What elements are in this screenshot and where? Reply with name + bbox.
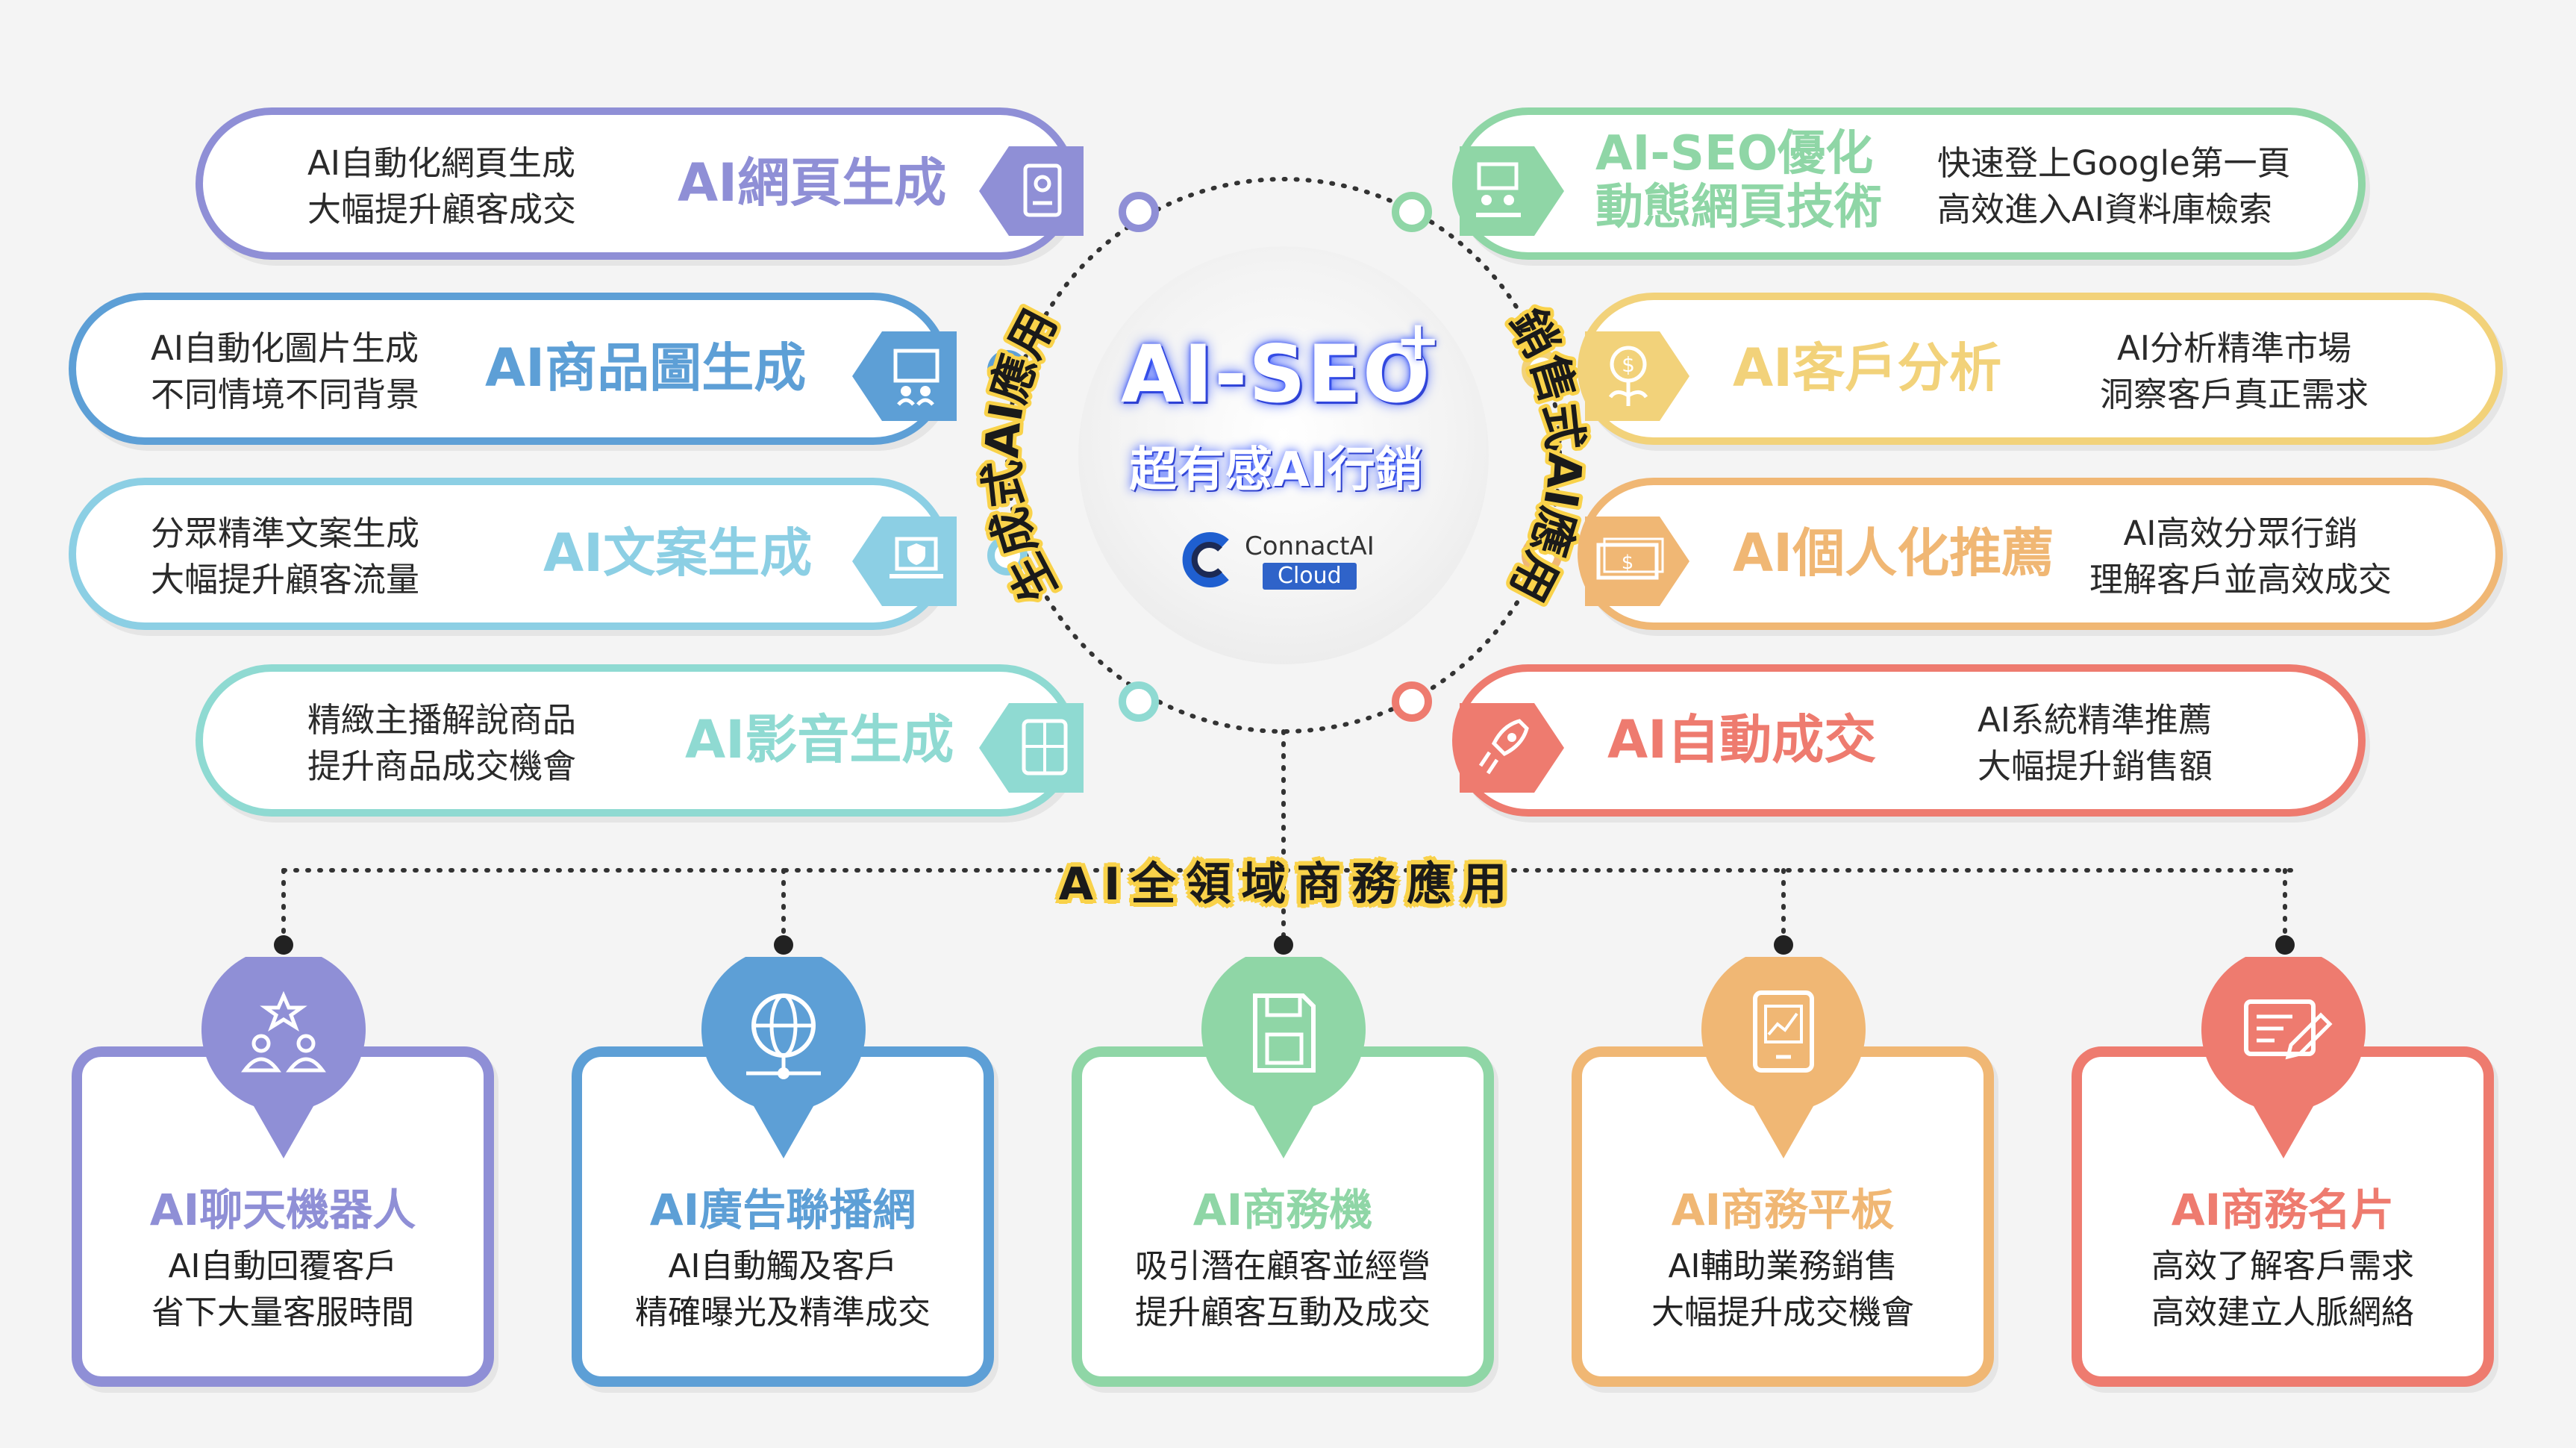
globe-network-icon: [701, 947, 866, 1158]
team-star-icon: [201, 947, 366, 1158]
left-item-product-image[interactable]: AI自動化圖片生成不同情境不同背景 AI商品圖生成: [69, 293, 957, 445]
card-desc-2: 提升顧客互動及成交: [1135, 1293, 1431, 1332]
svg-text:$: $: [1622, 552, 1634, 574]
right-item-title-1: AI-SEO優化: [1595, 126, 1874, 181]
right-item-desc-1: AI系統精準推薦: [1978, 700, 2213, 740]
left-item-desc-1: 精緻主播解說商品: [307, 700, 577, 740]
right-item-desc-1: AI高效分眾行銷: [2123, 514, 2358, 553]
right-item-desc-2: 大幅提升銷售額: [1978, 746, 2213, 786]
card-title: AI商務名片: [2171, 1185, 2395, 1235]
center-subtitle: 超有感AI行銷: [1129, 443, 1423, 498]
card-title: AI廣告聯播網: [649, 1185, 916, 1235]
ring-label-left: 生成式AI應用: [975, 300, 1068, 611]
card-desc-2: 高效建立人脈網絡: [2151, 1293, 2414, 1332]
left-item-title: AI商品圖生成: [485, 337, 807, 399]
left-item-web-generation[interactable]: AI自動化網頁生成大幅提升顧客成交 AI網頁生成: [196, 107, 1084, 260]
card-desc-1: 高效了解客戶需求: [2151, 1247, 2414, 1285]
left-item-desc-2: 大幅提升顧客成交: [307, 190, 577, 229]
logo-name: ConnactAI: [1245, 531, 1375, 561]
ring-nodes: [987, 192, 1562, 722]
svg-text:$: $: [1622, 352, 1635, 377]
right-item-title: AI客戶分析: [1733, 337, 2002, 399]
calculator-icon: [979, 703, 1084, 793]
drop-lines: [281, 868, 2287, 947]
bottom-card-business-tablet[interactable]: AI商務平板 AI輔助業務銷售大幅提升成交機會: [1572, 1046, 1994, 1387]
left-item-desc-2: 不同情境不同背景: [151, 375, 420, 414]
logo-cloud-tag: Cloud: [1263, 563, 1357, 590]
banknote-icon: $: [1585, 517, 1689, 606]
right-item-title: AI自動成交: [1607, 709, 1877, 770]
card-desc-1: AI輔助業務銷售: [1668, 1247, 1898, 1285]
right-item-desc-2: 洞察客戶真正需求: [2100, 375, 2369, 414]
left-item-desc-1: AI自動化圖片生成: [151, 328, 419, 368]
left-item-title: AI網頁生成: [678, 152, 947, 213]
connactai-logo-mark-icon: [1182, 532, 1229, 587]
money-plant-icon: $: [1585, 331, 1689, 421]
meeting-icon: [1460, 146, 1564, 236]
card-desc-2: 大幅提升成交機會: [1651, 1293, 1914, 1332]
left-item-copywriting[interactable]: 分眾精準文案生成大幅提升顧客流量 AI文案生成: [69, 478, 957, 630]
presentation-board-icon: [852, 331, 957, 421]
center-title: AI-SEO: [1120, 328, 1432, 420]
right-item-desc-1: 快速登上Google第一頁: [1937, 143, 2291, 183]
card-desc-1: AI自動回覆客戶: [168, 1247, 398, 1285]
laptop-shield-icon: [852, 517, 957, 606]
edit-card-icon: [2201, 947, 2366, 1158]
left-item-title: AI文案生成: [543, 522, 813, 584]
right-item-customer-analysis[interactable]: $ AI客戶分析 AI分析精準市場洞察客戶真正需求: [1578, 293, 2503, 445]
card-title: AI商務平板: [1671, 1185, 1895, 1235]
card-desc-2: 精確曝光及精準成交: [635, 1293, 931, 1332]
left-item-desc-1: AI自動化網頁生成: [307, 143, 576, 183]
right-item-desc-1: AI分析精準市場: [2116, 328, 2352, 368]
business-banner: AI全領域商務應用: [1058, 858, 1518, 911]
left-item-desc-2: 提升商品成交機會: [307, 746, 577, 786]
right-item-title: AI個人化推薦: [1733, 522, 2054, 584]
connactai-logo: ConnactAI Cloud: [1179, 528, 1375, 596]
card-title: AI商務機: [1192, 1185, 1373, 1235]
left-item-desc-1: 分眾精準文案生成: [151, 514, 420, 553]
card-desc-2: 省下大量客服時間: [151, 1293, 414, 1332]
card-desc-1: AI自動觸及客戶: [668, 1247, 898, 1285]
id-badge-icon: [979, 146, 1084, 236]
left-item-video[interactable]: 精緻主播解說商品提升商品成交機會 AI影音生成: [196, 664, 1084, 817]
right-item-desc-2: 高效進入AI資料庫檢索: [1937, 190, 2273, 229]
card-desc-1: 吸引潛在顧客並經營: [1135, 1247, 1431, 1285]
floppy-disk-icon: [1201, 947, 1366, 1158]
left-item-title: AI影音生成: [685, 709, 954, 770]
left-item-desc-2: 大幅提升顧客流量: [151, 560, 420, 599]
right-item-auto-deal[interactable]: AI自動成交 AI系統精準推薦大幅提升銷售額: [1452, 664, 2366, 817]
rocket-icon: [1460, 703, 1564, 793]
center-plus: +: [1395, 309, 1441, 372]
center-badge: [1078, 246, 1489, 664]
card-title: AI聊天機器人: [149, 1185, 416, 1235]
right-item-seo[interactable]: AI-SEO優化動態網頁技術 快速登上Google第一頁高效進入AI資料庫檢索: [1452, 107, 2366, 260]
right-item-desc-2: 理解客戶並高效成交: [2089, 560, 2392, 599]
drop-dots: [274, 935, 2295, 955]
right-item-personal-recommendation[interactable]: $ AI個人化推薦 AI高效分眾行銷理解客戶並高效成交: [1578, 478, 2503, 630]
right-item-title-2: 動態網頁技術: [1595, 180, 1882, 235]
tablet-chart-icon: [1701, 947, 1866, 1158]
